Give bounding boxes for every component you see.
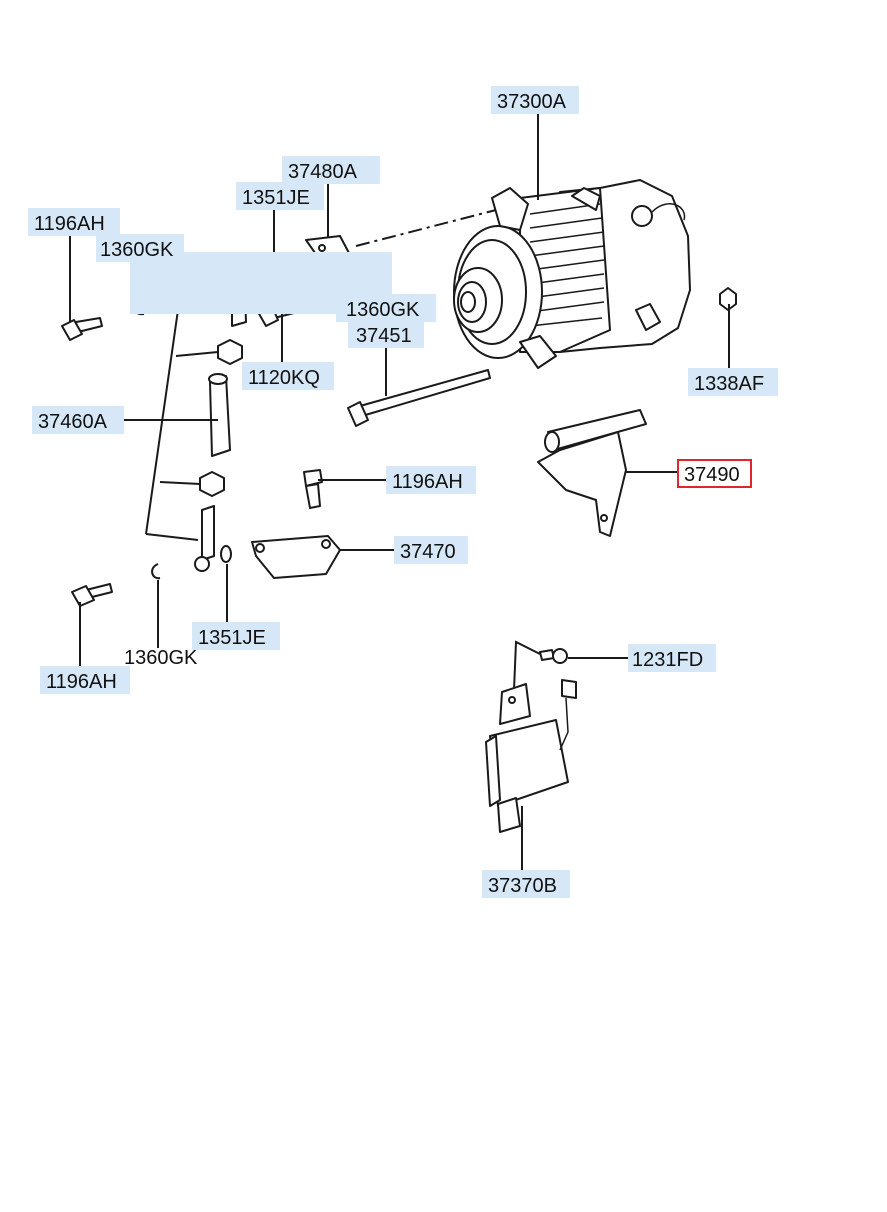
- label-1351JE-top[interactable]: 1351JE: [236, 182, 324, 210]
- label-text: 37460A: [38, 411, 108, 433]
- brace-drawing: [251, 535, 341, 579]
- nut-right-drawing: [719, 287, 737, 311]
- label-text: 1360GK: [100, 239, 174, 261]
- label-37370B[interactable]: 37370B: [482, 870, 570, 898]
- bolt-left-top-drawing: [61, 317, 103, 341]
- label-1351JE-bottom[interactable]: 1351JE: [192, 622, 280, 650]
- label-text: 37480A: [288, 161, 358, 183]
- label-text: 37490: [684, 464, 740, 486]
- label-text: 37370B: [488, 875, 557, 897]
- label-text: 1196AH: [34, 213, 105, 235]
- label-1338AF[interactable]: 1338AF: [688, 368, 778, 396]
- label-text: 37300A: [497, 91, 567, 113]
- label-text: 37470: [400, 541, 456, 563]
- label-text: 1338AF: [694, 373, 764, 395]
- label-1120KQ[interactable]: 1120KQ: [242, 362, 334, 390]
- label-text: 1120KQ: [248, 367, 320, 389]
- bolt-left-bottom-drawing: [71, 583, 113, 607]
- label-37460A[interactable]: 37460A: [32, 406, 124, 434]
- alignment-line-top: [355, 209, 497, 247]
- label-1360GK-mid[interactable]: 1360GK: [336, 294, 436, 322]
- label-text: 1351JE: [198, 627, 266, 649]
- label-1231FD[interactable]: 1231FD: [628, 644, 716, 672]
- label-text: 1360GK: [346, 299, 420, 321]
- screw-regulator-drawing: [539, 648, 568, 664]
- label-1196AH-center[interactable]: 1196AH: [386, 466, 476, 494]
- regulator-drawing: [485, 679, 577, 833]
- drawings: [61, 179, 737, 833]
- bolt-center-drawing: [303, 469, 323, 509]
- label-1360GK-bottom[interactable]: 1360GK: [124, 647, 198, 669]
- label-37490[interactable]: 37490: [677, 459, 752, 488]
- ring-bottom-drawing: [151, 563, 161, 580]
- label-37300A[interactable]: 37300A: [491, 86, 579, 114]
- label-text: 1360GK: [124, 647, 198, 669]
- label-text: 1196AH: [392, 471, 463, 493]
- screw-to-regulator-line: [513, 640, 541, 691]
- labels: 37300A 37480A 1351JE 1196AH 1360GK 1360G…: [28, 86, 778, 898]
- label-text: 1231FD: [632, 649, 703, 671]
- long-bolt-drawing: [347, 369, 491, 427]
- label-text: 37451: [356, 325, 412, 347]
- label-text: 1351JE: [242, 187, 310, 209]
- washer-bottom-drawing: [220, 545, 232, 563]
- label-1196AH-left-top[interactable]: 1196AH: [28, 208, 120, 236]
- label-37451[interactable]: 37451: [348, 320, 424, 348]
- alternator-drawing: [453, 179, 691, 369]
- label-37470[interactable]: 37470: [394, 536, 468, 564]
- label-text: 1196AH: [46, 671, 117, 693]
- alternator-bracket-drawing: [537, 409, 647, 537]
- label-37480A[interactable]: 37480A: [282, 156, 380, 184]
- label-1196AH-left-bottom[interactable]: 1196AH: [40, 666, 130, 694]
